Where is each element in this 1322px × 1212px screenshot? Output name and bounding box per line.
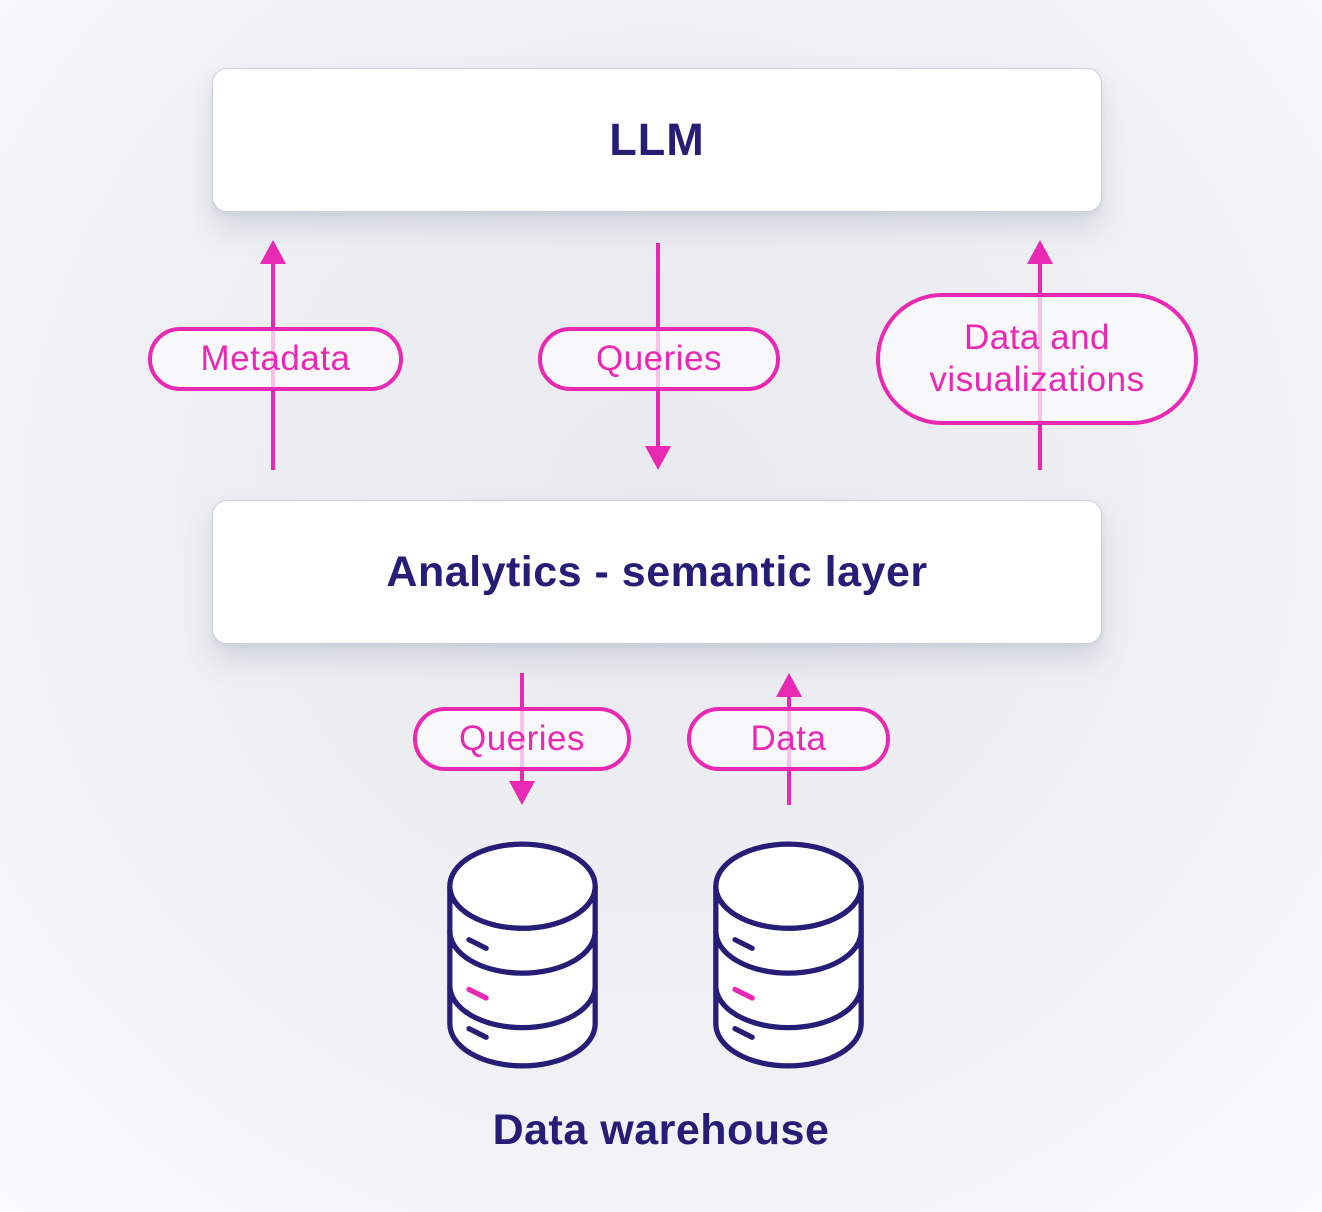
llm-label: LLM xyxy=(609,114,705,165)
data-pill: Data xyxy=(687,707,890,771)
llm-node-box: LLM xyxy=(212,68,1102,212)
queries-top-pill: Queries xyxy=(538,327,780,391)
data-pill-label: Data xyxy=(750,719,827,758)
data-visualizations-pill-label: Data and visualizations xyxy=(929,318,1145,399)
queries-top-pill-label: Queries xyxy=(595,339,723,378)
data-visualizations-pill: Data and visualizations xyxy=(876,293,1198,425)
metadata-pill-label: Metadata xyxy=(200,339,351,378)
data-warehouse-label: Data warehouse xyxy=(492,1106,830,1154)
queries-bottom-pill-label: Queries xyxy=(458,719,586,758)
semantic-layer-label: Analytics - semantic layer xyxy=(386,547,928,596)
metadata-pill: Metadata xyxy=(148,327,403,391)
queries-bottom-pill: Queries xyxy=(413,707,631,771)
database-cylinder-icon xyxy=(447,841,598,1069)
semantic-layer-node-box: Analytics - semantic layer xyxy=(212,500,1102,644)
database-cylinder-icon xyxy=(713,841,864,1069)
